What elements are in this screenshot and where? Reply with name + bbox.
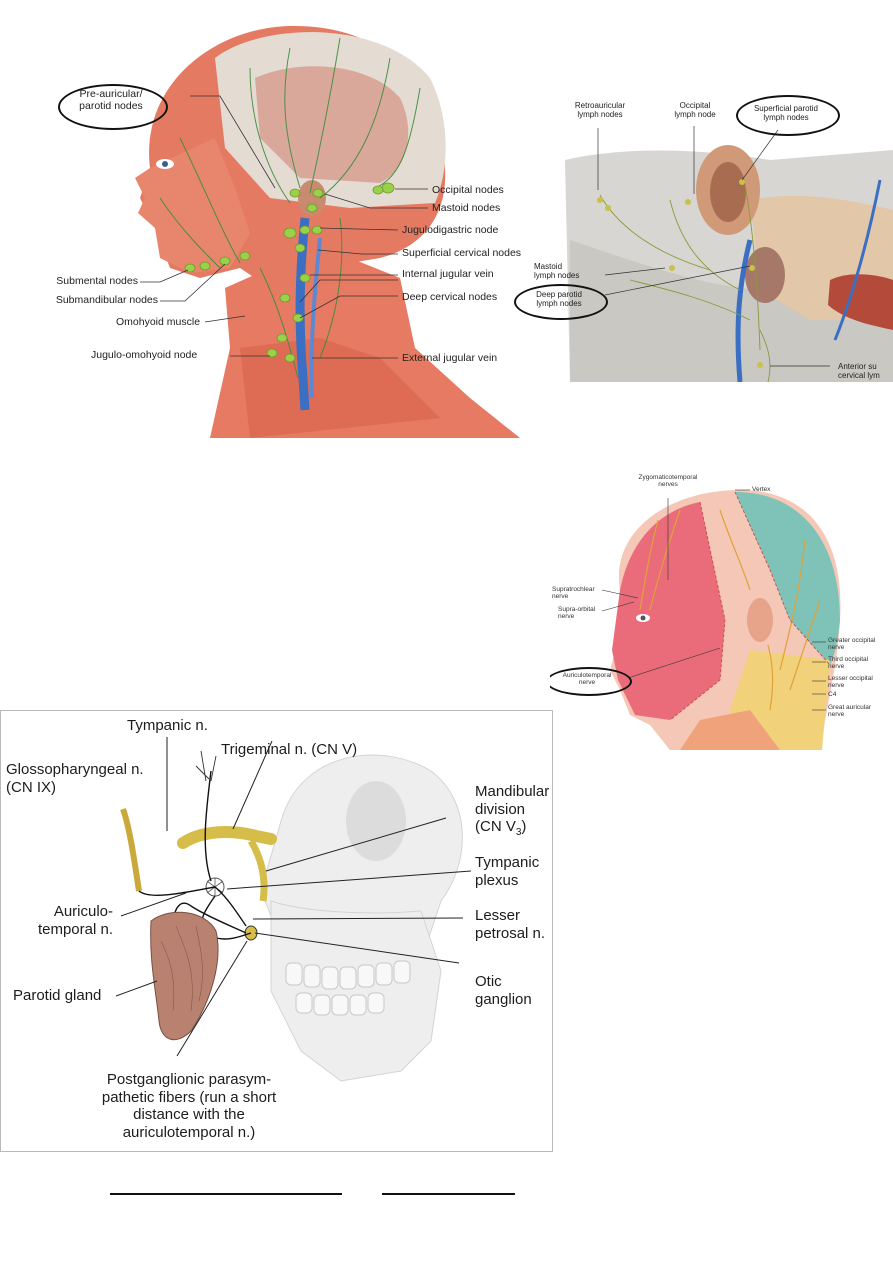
otic-ganglion-illustration xyxy=(115,737,472,1082)
label-retroauricular-lymph-nodes: Retroauricular lymph nodes xyxy=(574,101,626,120)
head-neck-illustration xyxy=(135,25,520,438)
label-tympanic-plexus: Tympanic plexus xyxy=(475,854,540,889)
label-external-jugular-vein: External jugular vein xyxy=(402,352,498,364)
label-great-auricular-nerve: Great auricular nerve xyxy=(828,704,871,719)
label-supraorbital-nerve: Supra-orbital nerve xyxy=(558,606,596,621)
figure-parotid-lymph-nodes: Retroauricular lymph nodes Occipital lym… xyxy=(510,90,893,382)
label-submental-nodes: Submental nodes xyxy=(56,275,138,287)
label-parotid-gland: Parotid gland xyxy=(13,987,102,1004)
auriculotemporal-highlight-oval xyxy=(550,667,632,696)
figure-lymph-nodes-head-neck: Pre-auricular/ parotid nodes Occipital n… xyxy=(20,18,540,440)
figure-parotid-innervation: Tympanic n. Trigeminal n. (CN V) Glossop… xyxy=(0,710,553,1152)
preauricular-highlight-oval xyxy=(58,84,168,130)
label-vertex: Vertex xyxy=(752,486,771,493)
lateral-neck-illustration xyxy=(565,126,893,382)
underline-rule-right xyxy=(382,1193,515,1195)
label-occipital-nodes: Occipital nodes xyxy=(432,184,504,196)
label-third-occipital-nerve: Third occipital nerve xyxy=(828,656,869,671)
mandibular-close: ) xyxy=(521,818,527,836)
label-greater-occipital-nerve: Greater occipital nerve xyxy=(828,637,876,652)
label-preauricular-parotid-nodes: Pre-auricular/ parotid nodes xyxy=(79,88,143,113)
label-postganglionic-fibers: Postganglionic parasym- pathetic fibers … xyxy=(101,1071,277,1142)
underline-rule-left xyxy=(110,1193,342,1195)
label-superficial-cervical-nodes: Superficial cervical nodes xyxy=(402,247,522,259)
head-dermatome-illustration xyxy=(601,489,841,750)
label-submandibular-nodes: Submandibular nodes xyxy=(55,294,158,306)
label-glossopharyngeal-n: Glossopharyngeal n. (CN IX) xyxy=(6,761,144,796)
label-trigeminal-n: Trigeminal n. (CN V) xyxy=(221,741,358,758)
label-deep-parotid-lymph-nodes: Deep parotid lymph nodes xyxy=(536,290,582,309)
label-internal-jugular-vein: Internal jugular vein xyxy=(402,268,494,280)
mandibular-subscript: 3 xyxy=(515,827,522,839)
label-lesser-occipital-nerve: Lesser occipital nerve xyxy=(828,675,873,690)
label-mandibular-division: Mandibular division (CN V3) xyxy=(475,783,549,839)
label-otic-ganglion: Otic ganglion xyxy=(475,973,532,1008)
deep-parotid-highlight-oval xyxy=(514,284,608,320)
mandibular-text: Mandibular division (CN V xyxy=(475,783,550,836)
label-omohyoid-muscle: Omohyoid muscle xyxy=(116,316,201,328)
figure-cutaneous-nerves-head: Zygomaticotemporal nerves Vertex Supratr… xyxy=(550,470,893,755)
label-zygomaticotemporal-nerves: Zygomaticotemporal nerves xyxy=(638,474,698,489)
label-jugulodigastric-node: Jugulodigastric node xyxy=(402,224,499,236)
label-auriculotemporal-nerve: Auriculotemporal nerve xyxy=(562,672,612,687)
label-supratrochlear-nerve: Supratrochlear nerve xyxy=(552,586,595,601)
label-mastoid-nodes: Mastoid nodes xyxy=(432,202,501,214)
label-lesser-petrosal-n: Lesser petrosal n. xyxy=(475,907,546,942)
label-occipital-lymph-node: Occipital lymph node xyxy=(674,101,716,120)
label-auriculotemporal-n: Auriculo- temporal n. xyxy=(37,903,113,938)
label-tympanic-n: Tympanic n. xyxy=(127,717,208,734)
label-deep-cervical-nodes: Deep cervical nodes xyxy=(402,291,498,303)
label-superficial-parotid-lymph-nodes: Superficial parotid lymph nodes xyxy=(753,104,819,123)
label-jugulo-omohyoid-node: Jugulo-omohyoid node xyxy=(91,349,198,361)
label-c4: C4 xyxy=(828,691,837,698)
label-mastoid-lymph-nodes: Mastoid lymph nodes xyxy=(534,262,580,281)
label-anterior-cervical-lymph-nodes: Anterior su cervical lym xyxy=(838,362,880,381)
superficial-parotid-highlight-oval xyxy=(736,95,840,136)
